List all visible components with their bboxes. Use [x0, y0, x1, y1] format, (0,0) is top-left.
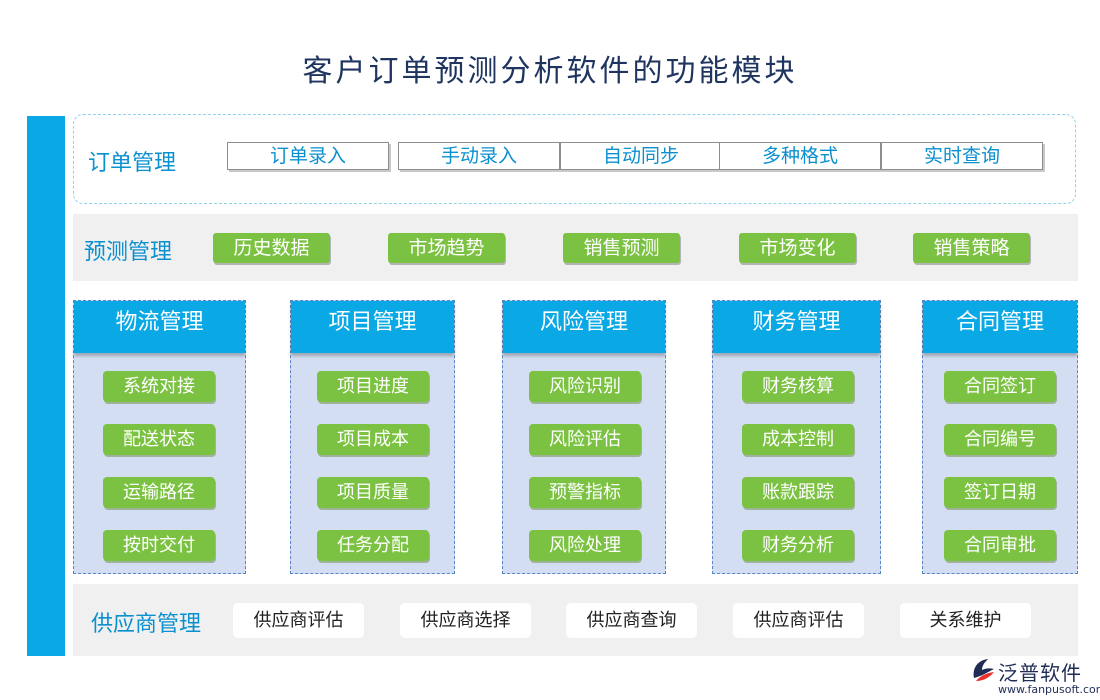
module-column-contract: 合同管理 合同签订 合同编号 签订日期 合同审批	[922, 300, 1078, 574]
module-item[interactable]: 预警指标	[529, 477, 641, 508]
order-item[interactable]: 手动录入	[398, 142, 560, 170]
side-accent-bar	[27, 116, 65, 656]
order-item[interactable]: 实时查询	[881, 142, 1043, 170]
module-column-finance: 财务管理 财务核算 成本控制 账款跟踪 财务分析	[712, 300, 881, 574]
module-item[interactable]: 账款跟踪	[742, 477, 854, 508]
supplier-item[interactable]: 供应商评估	[733, 603, 864, 638]
module-item[interactable]: 合同签订	[944, 371, 1056, 402]
forecast-item[interactable]: 市场趋势	[388, 233, 505, 263]
forecast-item[interactable]: 销售预测	[563, 233, 680, 263]
module-item[interactable]: 系统对接	[103, 371, 215, 402]
forecast-item[interactable]: 销售策略	[913, 233, 1030, 263]
module-column-risk: 风险管理 风险识别 风险评估 预警指标 风险处理	[502, 300, 666, 574]
module-item[interactable]: 风险评估	[529, 424, 641, 455]
forecast-management-label: 预测管理	[84, 240, 173, 265]
module-item[interactable]: 风险处理	[529, 530, 641, 561]
page-title: 客户订单预测分析软件的功能模块	[302, 54, 798, 89]
module-item[interactable]: 风险识别	[529, 371, 641, 402]
module-title: 风险管理	[503, 301, 665, 353]
logo-brand-text: 泛普软件	[998, 661, 1082, 685]
module-item[interactable]: 合同编号	[944, 424, 1056, 455]
supplier-item[interactable]: 供应商选择	[400, 603, 531, 638]
module-title: 合同管理	[923, 301, 1077, 353]
module-item[interactable]: 合同审批	[944, 530, 1056, 561]
module-title: 物流管理	[74, 301, 245, 353]
module-item[interactable]: 财务分析	[742, 530, 854, 561]
module-item[interactable]: 财务核算	[742, 371, 854, 402]
forecast-item[interactable]: 历史数据	[213, 233, 330, 263]
module-column-logistics: 物流管理 系统对接 配送状态 运输路径 按时交付	[73, 300, 246, 574]
fanpu-logo-icon	[973, 659, 994, 681]
module-item[interactable]: 签订日期	[944, 477, 1056, 508]
module-item[interactable]: 运输路径	[103, 477, 215, 508]
module-column-project: 项目管理 项目进度 项目成本 项目质量 任务分配	[290, 300, 455, 574]
module-item[interactable]: 项目成本	[317, 424, 429, 455]
module-item[interactable]: 配送状态	[103, 424, 215, 455]
forecast-item[interactable]: 市场变化	[739, 233, 856, 263]
supplier-management-label: 供应商管理	[91, 612, 202, 637]
supplier-item[interactable]: 关系维护	[900, 603, 1031, 638]
module-item[interactable]: 任务分配	[317, 530, 429, 561]
module-item[interactable]: 按时交付	[103, 530, 215, 561]
order-item[interactable]: 多种格式	[719, 142, 881, 170]
module-title: 财务管理	[713, 301, 880, 353]
logo-url-text: www.fanpusoft.com	[998, 683, 1100, 696]
supplier-item[interactable]: 供应商评估	[233, 603, 364, 638]
module-item[interactable]: 项目进度	[317, 371, 429, 402]
order-item[interactable]: 订单录入	[227, 142, 389, 170]
module-item[interactable]: 项目质量	[317, 477, 429, 508]
supplier-item[interactable]: 供应商查询	[566, 603, 697, 638]
module-title: 项目管理	[291, 301, 454, 353]
module-item[interactable]: 成本控制	[742, 424, 854, 455]
order-item[interactable]: 自动同步	[560, 142, 722, 170]
order-management-label: 订单管理	[88, 151, 177, 176]
